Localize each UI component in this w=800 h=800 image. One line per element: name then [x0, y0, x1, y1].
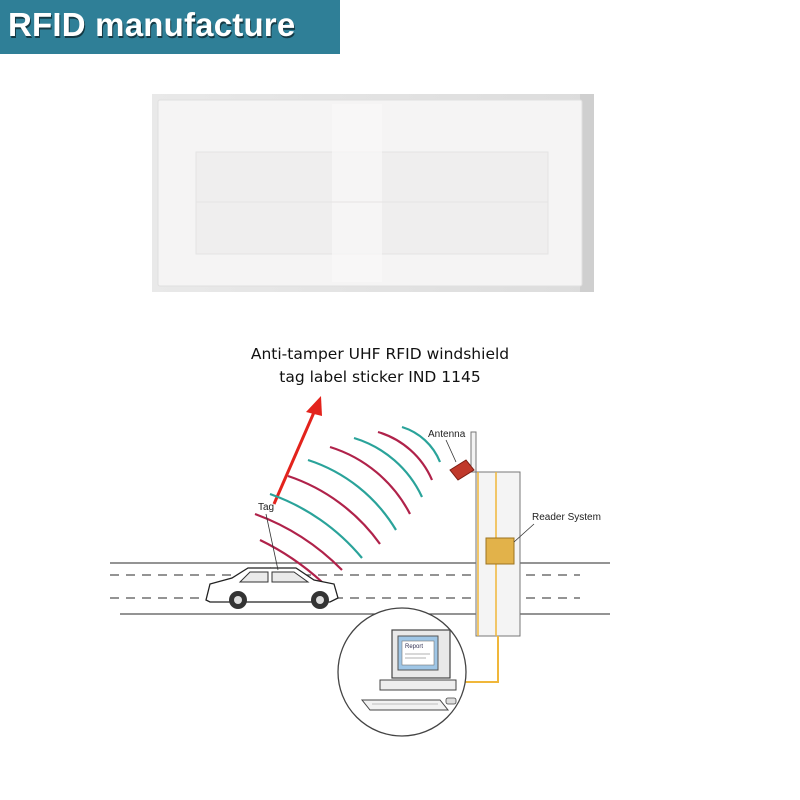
road — [110, 562, 610, 615]
rfid-diagram-svg: Antenna Reader System Tag — [110, 396, 610, 737]
antenna-label: Antenna — [428, 429, 466, 440]
brand-banner: RFID manufacture — [0, 0, 340, 54]
car — [205, 567, 339, 609]
product-caption: Anti-tamper UHF RFID windshield tag labe… — [190, 343, 570, 389]
monitor-text: Report — [405, 644, 423, 650]
radio-waves — [254, 425, 442, 593]
reader-column: Reader System — [475, 471, 601, 637]
banner-title: RFID manufacture — [8, 6, 296, 43]
rfid-sticker-image — [152, 94, 594, 292]
reader-system-label: Reader System — [532, 512, 601, 523]
rfid-system-diagram: Antenna Reader System Tag — [110, 392, 610, 752]
rfid-sticker-photo — [152, 94, 594, 292]
caption-line-1: Anti-tamper UHF RFID windshield — [250, 345, 510, 363]
pointer-arrow — [272, 396, 322, 505]
tag-label: Tag — [258, 502, 274, 513]
caption-line-2: tag label sticker IND 1145 — [279, 368, 481, 386]
reader-cable — [464, 636, 499, 683]
tag-pointer — [265, 513, 279, 571]
reader-box — [485, 537, 515, 565]
antenna: Antenna — [428, 429, 477, 481]
computer: Report — [337, 607, 467, 737]
